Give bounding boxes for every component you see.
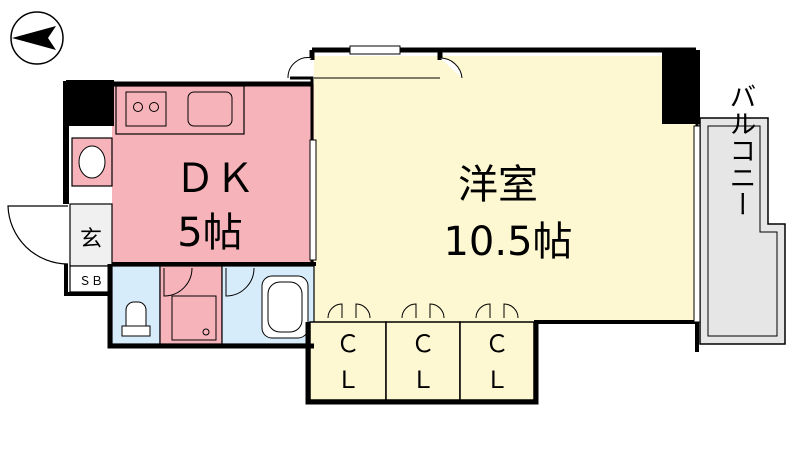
western-room-name: 洋室 bbox=[458, 162, 538, 208]
washbasin-icon bbox=[71, 137, 113, 187]
shoe-box-label: ＳＢ bbox=[79, 274, 103, 288]
closet-2-line1: Ｃ bbox=[411, 330, 435, 358]
closet-2-line2: Ｌ bbox=[411, 366, 435, 394]
toilet-icon bbox=[121, 301, 151, 337]
bathtub-icon bbox=[261, 275, 309, 339]
closets bbox=[309, 303, 535, 401]
balcony-label: バルコニー bbox=[725, 83, 756, 218]
entrance-area bbox=[69, 203, 113, 267]
dk-room-name: ＤＫ bbox=[175, 156, 255, 202]
north-arrow-icon bbox=[10, 11, 64, 65]
entrance-label: 玄 bbox=[80, 227, 102, 252]
dk-room-size: 5帖 bbox=[177, 210, 242, 256]
western-room-size: 10.5帖 bbox=[443, 219, 572, 265]
sink-icon bbox=[187, 91, 233, 127]
closet-1-line2: Ｌ bbox=[336, 366, 360, 394]
shoe-box bbox=[69, 265, 113, 293]
western-room bbox=[314, 56, 696, 322]
walls bbox=[63, 47, 700, 405]
stove-icon bbox=[125, 91, 167, 127]
closet-3-line1: Ｃ bbox=[485, 330, 509, 358]
door-swing-icon bbox=[7, 205, 69, 265]
closet-3-line2: Ｌ bbox=[485, 366, 509, 394]
closet-1-line1: Ｃ bbox=[336, 330, 360, 358]
balcony bbox=[699, 117, 786, 345]
